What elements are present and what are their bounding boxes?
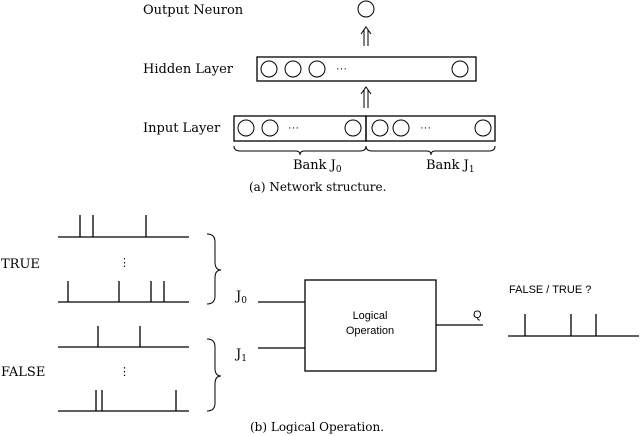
false-brace — [206, 338, 222, 412]
input-node-b1-2 — [392, 119, 410, 137]
hidden-ellipsis: ··· — [336, 63, 347, 75]
false-vdots: ⋮ — [119, 366, 130, 378]
box-text-line2: Operation — [346, 325, 394, 337]
hidden-node-1 — [260, 60, 278, 78]
true-spike-train-2 — [58, 281, 189, 303]
true-spike-train-1 — [58, 215, 189, 238]
input-node-b0-2 — [261, 119, 279, 137]
result-spike-train — [508, 314, 639, 337]
result-label: FALSE / TRUE ? — [509, 284, 591, 296]
input-layer-label: Input Layer — [143, 121, 221, 136]
input-bank1-box — [365, 115, 496, 142]
q-label: Q — [473, 309, 482, 321]
hidden-node-3 — [308, 60, 326, 78]
false-spike-train-2 — [58, 390, 189, 412]
j1-label: J1 — [234, 347, 247, 364]
bank1-label: Bank J1 — [426, 158, 475, 175]
arrow-hidden-to-output — [360, 26, 372, 46]
arrow-input-to-hidden — [360, 86, 372, 108]
output-neuron-node — [357, 0, 375, 18]
false-label: FALSE — [1, 365, 45, 380]
logical-operation: ⋮ TRUE ⋮ FALSE J0 J1 Logical Operation — [1, 215, 639, 434]
false-spike-train-1 — [58, 326, 189, 348]
hidden-layer-box — [256, 56, 477, 82]
caption-a: (a) Network structure. — [249, 180, 386, 194]
true-vdots: ⋮ — [119, 257, 130, 269]
input-node-b1-1 — [371, 119, 389, 137]
true-label: TRUE — [1, 257, 40, 272]
j0-label: J0 — [234, 289, 247, 306]
caption-b: (b) Logical Operation. — [250, 420, 384, 434]
input-node-b1-last — [474, 119, 492, 137]
input-bank1-ellipsis: ··· — [420, 122, 431, 134]
output-neuron-label: Output Neuron — [143, 3, 244, 18]
box-text-line1: Logical — [353, 310, 388, 322]
input-bank0-ellipsis: ··· — [288, 122, 299, 134]
hidden-node-2 — [284, 60, 302, 78]
hidden-node-last — [451, 60, 469, 78]
bank1-brace — [365, 145, 496, 156]
bank0-brace — [233, 145, 367, 156]
input-node-b0-last — [344, 119, 362, 137]
bank0-label: Bank J0 — [293, 158, 342, 175]
input-node-b0-1 — [237, 119, 255, 137]
hidden-layer-label: Hidden Layer — [143, 62, 234, 77]
true-brace — [206, 233, 222, 305]
network-structure: Output Neuron Hidden Layer ··· Input Lay… — [143, 0, 496, 194]
